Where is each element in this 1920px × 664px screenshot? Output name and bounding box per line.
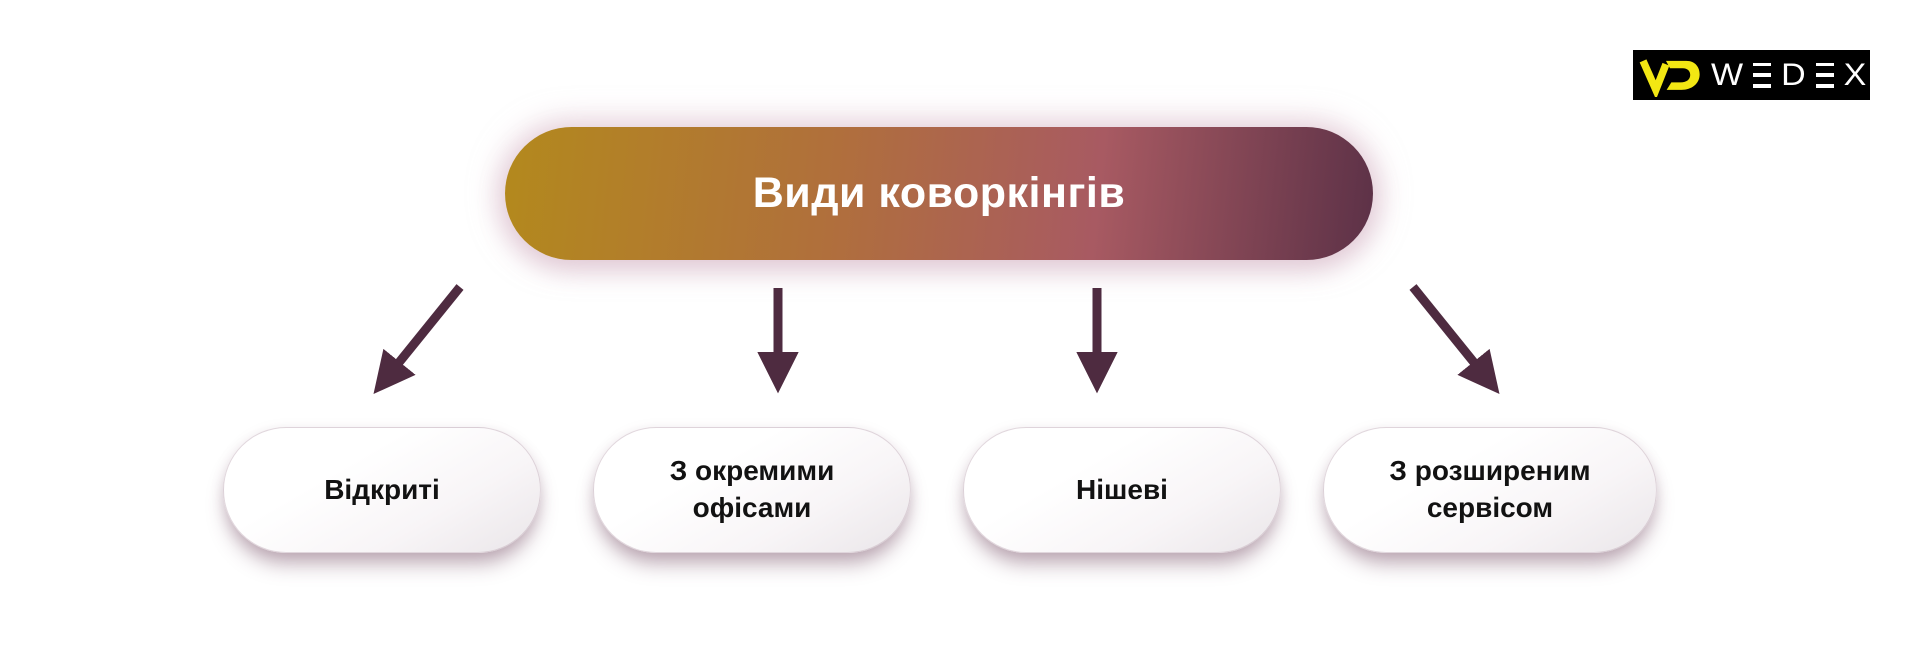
logo-letter-d: D <box>1781 57 1806 93</box>
node-pill: З окремими офісами <box>593 427 911 553</box>
logo-letter-e-bars <box>1815 62 1834 88</box>
node-label: З окремими офісами <box>669 455 835 523</box>
wedex-monogram-icon <box>1639 59 1700 97</box>
wedex-logo: W D X <box>1633 50 1870 100</box>
node-label: Нішеві <box>1076 473 1168 505</box>
logo-letter-e-bars <box>1753 62 1772 88</box>
node-label: Відкриті <box>324 473 440 505</box>
node-label: З розширеним сервісом <box>1389 455 1591 523</box>
wedex-wordmark: W D X <box>1711 58 1866 92</box>
diagram-title: Види коворкінгів <box>752 169 1126 217</box>
logo-letter-x: X <box>1843 57 1867 93</box>
node-pill: Відкриті <box>223 427 541 553</box>
node-pill: Нішеві <box>963 427 1281 553</box>
diagram-title-banner: Види коворкінгів <box>505 127 1373 260</box>
node-pill: З розширеним сервісом <box>1323 427 1657 553</box>
logo-letter-w: W <box>1711 57 1744 93</box>
arrow-down-left-icon <box>373 284 464 395</box>
arrow-down-right-icon <box>1409 284 1500 395</box>
